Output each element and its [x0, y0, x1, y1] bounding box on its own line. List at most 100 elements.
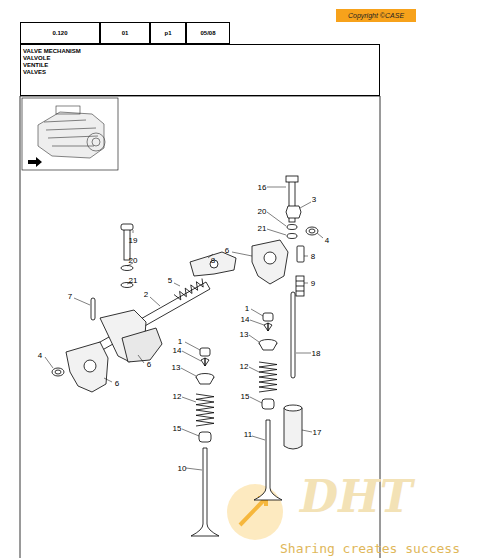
drawing-stroke [174, 283, 180, 286]
callout-number: 15 [241, 392, 250, 401]
callout-number: 6 [147, 360, 151, 369]
header-text: 01 [122, 30, 129, 37]
tappet [284, 408, 302, 449]
drawing-stroke [122, 328, 162, 362]
drawing-stroke [267, 212, 286, 226]
callout-number: 8 [211, 256, 215, 265]
drawing-stroke [309, 229, 315, 233]
drawing-stroke [182, 429, 199, 436]
drawing-stroke [250, 397, 262, 403]
drawing-stroke [55, 370, 61, 374]
leader-lines [45, 187, 323, 470]
callout-number: 18 [312, 349, 321, 358]
callout-number: 3 [312, 195, 316, 204]
drawing-stroke [92, 138, 100, 146]
header-text: p1 [164, 30, 171, 37]
drawing-stroke [185, 342, 200, 350]
drawing-stroke [232, 252, 252, 256]
drawing-stroke [84, 360, 96, 372]
drawing-stroke [300, 202, 311, 208]
title-line: VALVE MECHANISM [23, 48, 377, 55]
drawing-stroke [182, 397, 196, 402]
screw [296, 276, 304, 296]
nut [286, 206, 301, 218]
title-line: VENTILE [23, 62, 377, 69]
springs [174, 279, 277, 426]
drawing-stroke [20, 96, 21, 558]
drawing-stroke [182, 351, 201, 361]
drawing-stroke [249, 367, 259, 372]
drawing-stroke [121, 224, 133, 230]
drawing-stroke [227, 484, 283, 540]
cotter [201, 358, 209, 366]
washer [287, 225, 297, 230]
drawing-stroke [87, 133, 105, 151]
callout-number: 16 [258, 183, 267, 192]
callout-number: 9 [311, 279, 315, 288]
callout-number: 10 [178, 464, 187, 473]
callout-number: 21 [129, 276, 138, 285]
callout-number: 1 [178, 337, 182, 346]
callout-number: 4 [38, 351, 42, 360]
title-box: VALVE MECHANISMVALVOLEVENTILEVALVES [20, 44, 380, 96]
page-cell: p1 [150, 22, 186, 44]
drawing-stroke [304, 283, 308, 284]
callout-number: 14 [241, 315, 250, 324]
adjusting-screw [297, 246, 304, 262]
drawing-stroke [267, 187, 286, 188]
watermark: DHT [300, 474, 412, 520]
drawing-stroke [240, 498, 266, 525]
copyright-badge: Copyright ©CASE [336, 9, 416, 22]
callout-number: 11 [244, 430, 252, 439]
drawing-stroke [56, 106, 80, 114]
issue-cell: 01 [100, 22, 150, 44]
seal [262, 399, 274, 409]
callout-number: 20 [129, 256, 138, 265]
cap [263, 313, 273, 321]
bolt-head [286, 176, 298, 182]
drawing-stroke [296, 281, 304, 291]
drawing-stroke [196, 377, 214, 384]
callout-number: 21 [258, 224, 267, 233]
rocker-arm [190, 252, 236, 276]
drawing-stroke [302, 430, 312, 432]
callout-number: 12 [240, 362, 249, 371]
pin [91, 298, 95, 320]
callout-number: 14 [173, 346, 182, 355]
drawing-stroke [252, 436, 265, 440]
valve [254, 420, 282, 500]
callout-number: 7 [68, 292, 72, 301]
drawing-stroke [150, 297, 160, 306]
drawing-stroke [104, 378, 112, 382]
drawing-stroke [38, 112, 104, 158]
valve-spring [196, 394, 214, 426]
page-number-cell: 0.120 [20, 22, 100, 44]
drawing-stroke [317, 233, 323, 238]
callout-number: 6 [225, 246, 229, 255]
washer [287, 234, 297, 239]
shaft-spring [174, 279, 203, 300]
callout-number: 4 [325, 236, 329, 245]
washer [121, 266, 133, 271]
drawing-stroke [296, 353, 311, 354]
pushrod [291, 292, 295, 378]
drawing-stroke [186, 468, 202, 470]
drawing-stroke [28, 157, 42, 167]
callout-number: 15 [173, 424, 182, 433]
header-text: 05/08 [200, 30, 215, 37]
drawing-stroke [22, 98, 118, 170]
drawing-stroke [259, 343, 277, 350]
watermark-logo [227, 484, 283, 540]
drawing-stroke [267, 229, 286, 235]
header-text: Copyright ©CASE [348, 12, 404, 19]
title-line: VALVES [23, 69, 377, 76]
drawing-stroke [250, 320, 264, 325]
callout-number: 6 [115, 379, 119, 388]
engine-thumbnail [22, 98, 118, 170]
callout-number: 5 [168, 276, 172, 285]
drawing-stroke [45, 357, 53, 368]
exploded-parts [52, 176, 318, 536]
callout-number: 19 [129, 236, 138, 245]
callout-number: 13 [240, 330, 249, 339]
callout-number: 13 [172, 363, 181, 372]
